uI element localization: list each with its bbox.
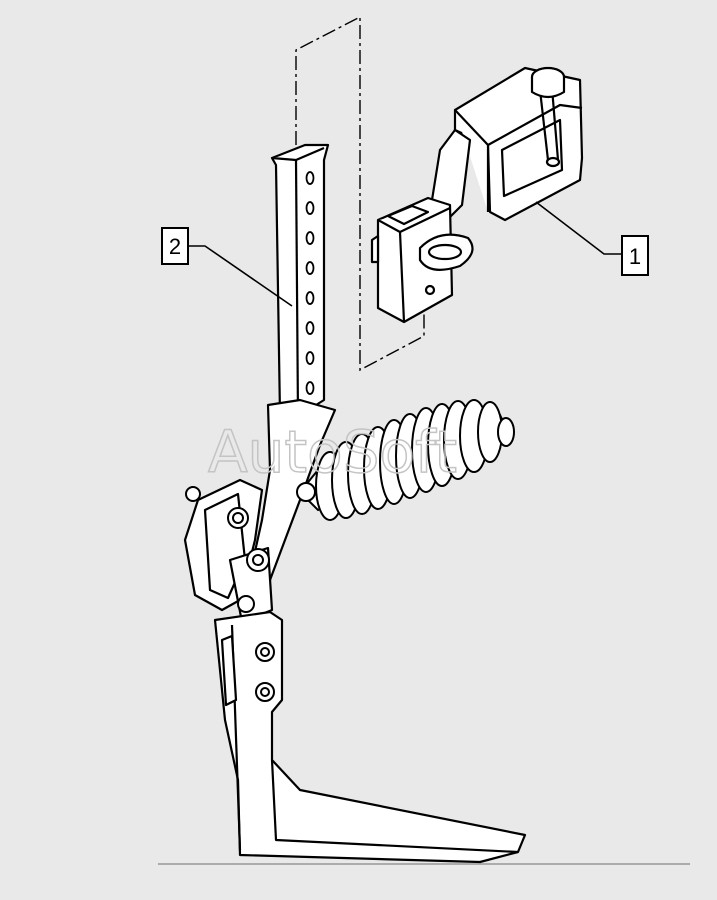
callout-2[interactable]: 2 [161, 227, 293, 307]
callout-2-box [161, 227, 189, 265]
callout-1-label: 1 [629, 244, 641, 269]
callout-2-label: 2 [169, 234, 181, 259]
compression-spring [298, 399, 515, 521]
bracket-bolts [185, 482, 316, 613]
callout-1-box [621, 235, 649, 276]
tine-bolts [255, 642, 275, 702]
watermark-text: AutoSoft [208, 418, 457, 486]
adjustment-bar-holes [305, 171, 315, 395]
callout-1[interactable]: 1 [535, 201, 649, 276]
cultivator-tine [213, 610, 527, 864]
assembly-guide-line [295, 15, 425, 372]
callout-2-leader [188, 245, 293, 307]
callout-1-leader [535, 201, 622, 255]
part-2-adjustment-bar [270, 143, 330, 419]
part-1-clamp-bracket [370, 66, 584, 324]
